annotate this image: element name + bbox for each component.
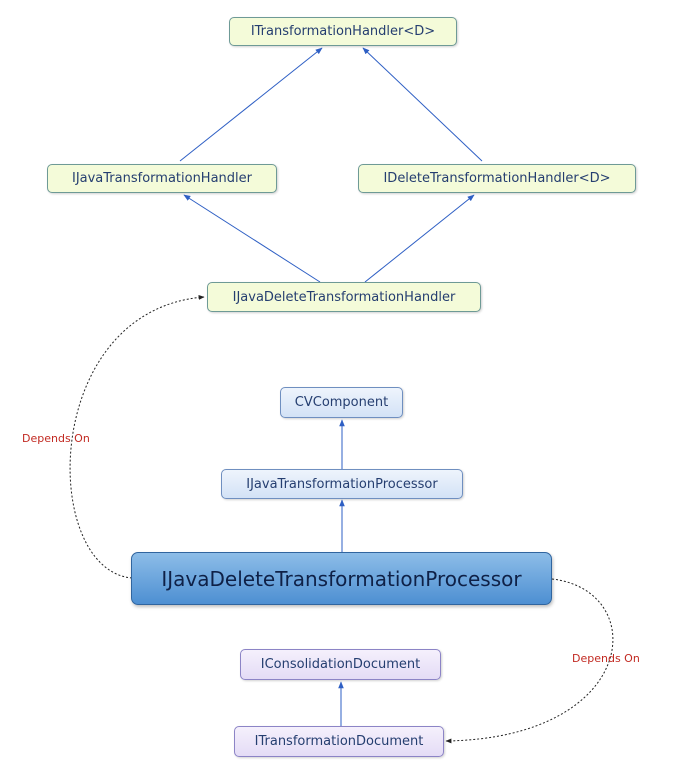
edge-ijavadeletehandler-to-ideletehandler (364, 194, 475, 283)
edge-depends-on-left (69, 295, 205, 579)
node-cv-component[interactable]: CVComponent (280, 387, 403, 418)
node-ijava-transformation-handler[interactable]: IJavaTransformationHandler (47, 164, 277, 193)
node-label: IDeleteTransformationHandler<D> (383, 171, 611, 186)
edge-ijavadeletehandler-to-ijavahandler (183, 194, 321, 283)
node-label: ITransformationDocument (254, 734, 424, 749)
node-label: IJavaDeleteTransformationHandler (232, 289, 456, 305)
depends-on-label-left: Depends On (22, 432, 90, 445)
depends-on-label-right: Depends On (572, 652, 640, 665)
node-label: ITransformationHandler<D> (250, 24, 436, 39)
node-ijava-delete-transformation-processor[interactable]: IJavaDeleteTransformationProcessor (131, 552, 552, 605)
edge-ideletehandler-to-itransformationhandler (362, 47, 483, 162)
node-label: CVComponent (294, 395, 389, 410)
node-itransformation-handler[interactable]: ITransformationHandler<D> (229, 17, 457, 46)
node-ijava-transformation-processor[interactable]: IJavaTransformationProcessor (221, 469, 463, 499)
node-ijava-delete-transformation-handler[interactable]: IJavaDeleteTransformationHandler (207, 282, 481, 312)
edge-ijavahandler-to-itransformationhandler (179, 47, 323, 162)
node-itransformation-document[interactable]: ITransformationDocument (234, 726, 444, 757)
node-label: IJavaTransformationHandler (71, 171, 252, 186)
node-label: IConsolidationDocument (260, 657, 421, 672)
node-label: IJavaTransformationProcessor (246, 476, 438, 492)
node-label: IJavaDeleteTransformationProcessor (161, 566, 522, 591)
node-iconsolidation-document[interactable]: IConsolidationDocument (240, 649, 441, 680)
node-idelete-transformation-handler[interactable]: IDeleteTransformationHandler<D> (358, 164, 636, 193)
